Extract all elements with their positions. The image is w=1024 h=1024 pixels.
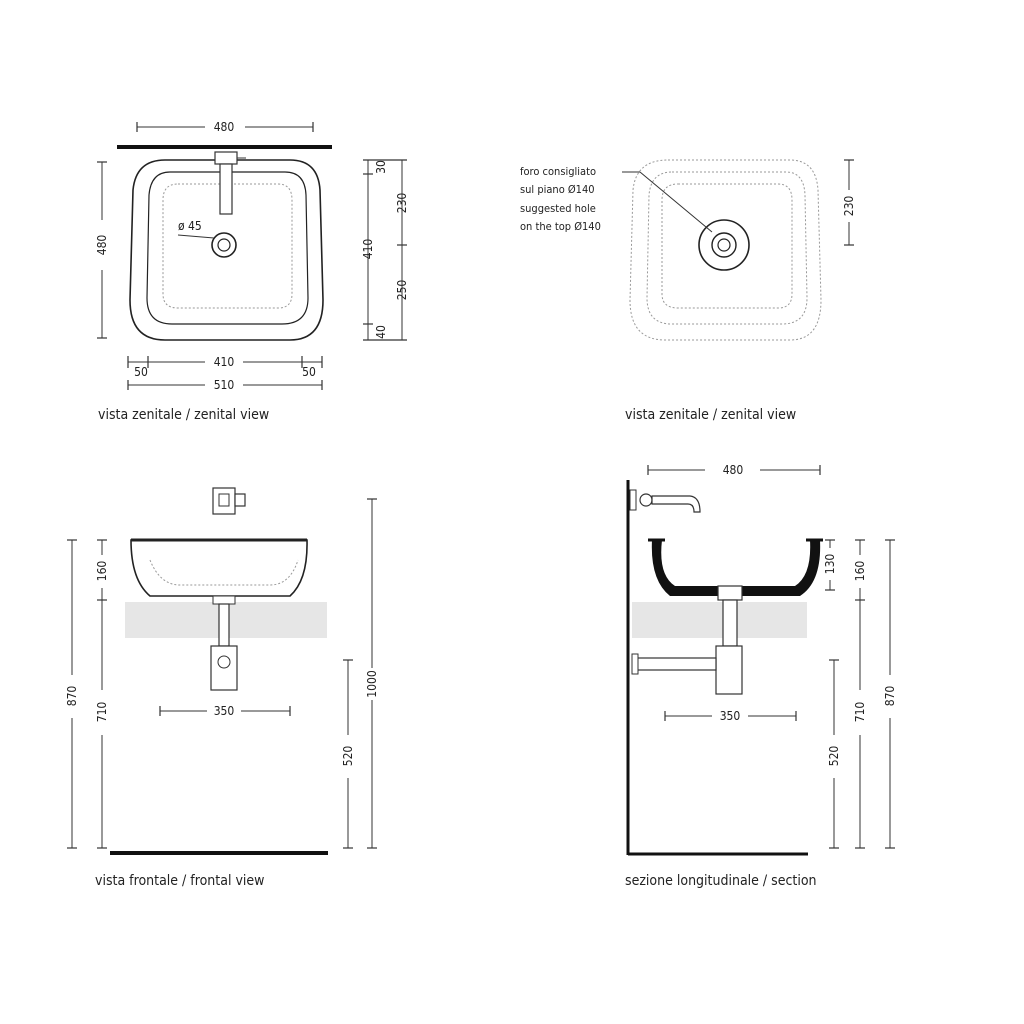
dim-50-right: 50 bbox=[302, 365, 316, 379]
tap-spout bbox=[219, 163, 233, 215]
dim-depth-480: 480 bbox=[95, 235, 109, 256]
drain-pipe bbox=[218, 603, 230, 647]
dim-870-section: 870 bbox=[883, 686, 897, 707]
wall-spout bbox=[651, 495, 701, 513]
basin-bowl-dashed bbox=[162, 183, 293, 309]
zenital-view-left: 480 ø 45 480 30 230 410 250 40 bbox=[95, 120, 409, 423]
dim-480-section: 480 bbox=[723, 463, 744, 477]
drain-pipe-section bbox=[722, 599, 738, 647]
basin-bowl-dashed-right bbox=[661, 183, 793, 309]
basin-outline bbox=[129, 159, 324, 341]
zenital-view-right: foro consigliato sul piano Ø140 suggeste… bbox=[520, 159, 856, 423]
siphon-section bbox=[715, 645, 743, 695]
dim-410-bottom: 410 bbox=[214, 355, 235, 369]
dim-160-front: 160 bbox=[95, 561, 109, 582]
caption-zenital-right: vista zenitale / zenital view bbox=[625, 407, 796, 423]
basin-section bbox=[651, 540, 821, 596]
dim-520-section: 520 bbox=[827, 746, 841, 767]
tap-body bbox=[214, 151, 238, 165]
note-line-3: suggested hole bbox=[520, 202, 596, 215]
dim-230-right: 230 bbox=[842, 196, 856, 217]
dim-40: 40 bbox=[374, 325, 388, 339]
dim-410: 410 bbox=[361, 239, 375, 260]
basin-front bbox=[130, 539, 308, 597]
dim-130-section: 130 bbox=[823, 554, 837, 575]
dim-510: 510 bbox=[214, 378, 235, 392]
dim-710-section: 710 bbox=[853, 702, 867, 723]
dim-870-front: 870 bbox=[65, 686, 79, 707]
dim-50-left: 50 bbox=[134, 365, 148, 379]
basin-rim-inner bbox=[146, 171, 309, 325]
countertop-section bbox=[632, 602, 807, 638]
section-view: 480 130 160 710 870 350 520 sezione bbox=[625, 463, 897, 889]
dim-30: 30 bbox=[374, 160, 388, 174]
caption-frontal: vista frontale / frontal view bbox=[95, 873, 264, 889]
hole-diameter-label: ø 45 bbox=[178, 219, 202, 233]
dim-230: 230 bbox=[395, 193, 409, 214]
note-line-1: foro consigliato bbox=[520, 165, 596, 178]
waste-pipe bbox=[635, 657, 717, 671]
note-line-2: sul piano Ø140 bbox=[520, 183, 595, 196]
note-line-4: on the top Ø140 bbox=[520, 220, 601, 233]
dim-520-front: 520 bbox=[341, 746, 355, 767]
frontal-view: 870 160 710 350 520 1000 vista frontale … bbox=[65, 487, 379, 889]
dim-350-section: 350 bbox=[720, 709, 741, 723]
dim-160-section: 160 bbox=[853, 561, 867, 582]
dim-1000-front: 1000 bbox=[365, 670, 379, 698]
dim-350-front: 350 bbox=[214, 704, 235, 718]
drain-inner bbox=[217, 238, 231, 252]
dim-width-480: 480 bbox=[214, 120, 235, 134]
caption-section: sezione longitudinale / section bbox=[625, 873, 817, 889]
suggested-hole-inner bbox=[717, 238, 731, 252]
dim-250: 250 bbox=[395, 280, 409, 301]
basin-outline-dashed bbox=[629, 159, 822, 341]
caption-zenital-left: vista zenitale / zenital view bbox=[98, 407, 269, 423]
dim-710-front: 710 bbox=[95, 702, 109, 723]
